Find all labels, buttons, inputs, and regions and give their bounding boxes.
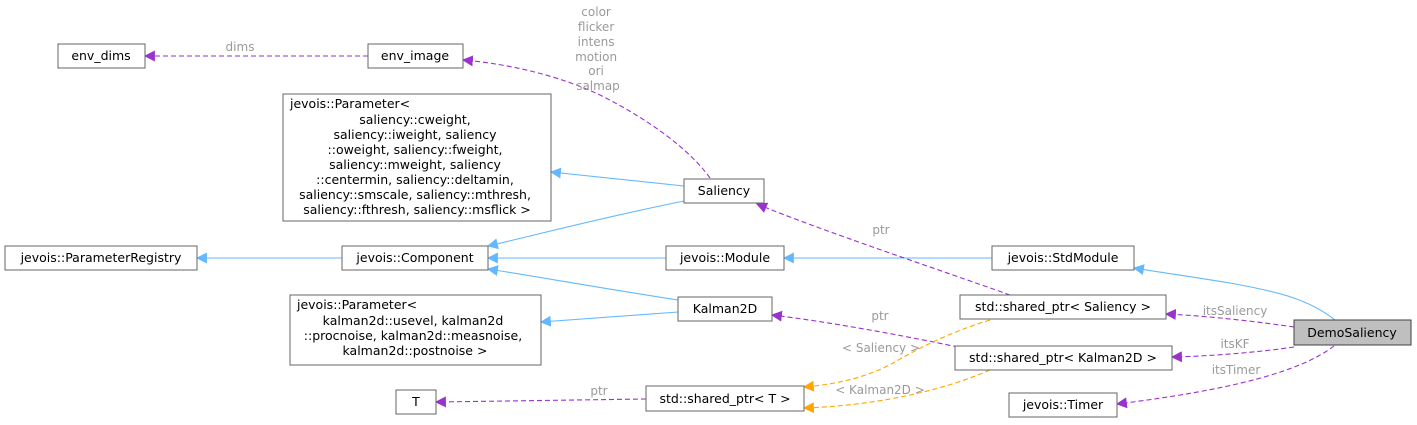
- label-template-saliency: < Saliency >: [842, 341, 920, 355]
- edge-sp-kalman-to-sp-t: [802, 369, 991, 414]
- svg-text:jevois::Timer: jevois::Timer: [1022, 397, 1104, 412]
- node-timer[interactable]: jevois::Timer: [1008, 392, 1118, 418]
- node-demo-saliency[interactable]: DemoSaliency: [1293, 319, 1412, 346]
- svg-text:env_dims: env_dims: [71, 48, 130, 63]
- node-env-image[interactable]: env_image: [367, 43, 464, 69]
- node-t[interactable]: T: [395, 389, 437, 415]
- svg-text:T: T: [411, 394, 420, 409]
- svg-text:jevois::Parameter<: jevois::Parameter<: [289, 96, 410, 111]
- svg-text:saliency::cweight, sali: saliency::cweight, saliency::iweight, sa…: [299, 112, 535, 217]
- node-shared-ptr-kalman2d[interactable]: std::shared_ptr< Kalman2D >: [954, 345, 1173, 371]
- label-ptr-saliency: ptr: [872, 223, 889, 237]
- svg-text:env_image: env_image: [381, 48, 450, 63]
- label-its-timer: itsTimer: [1212, 363, 1261, 377]
- svg-text:jevois::Module: jevois::Module: [679, 250, 770, 265]
- edge-demo-to-sp-kalman: [1170, 346, 1295, 363]
- label-dims: dims: [226, 40, 255, 54]
- svg-text:jevois::Parameter<: jevois::Parameter<: [296, 297, 417, 312]
- label-its-saliency: itsSaliency: [1203, 304, 1268, 318]
- edge-demo-to-timer: [1115, 345, 1335, 409]
- svg-text:Saliency: Saliency: [698, 183, 751, 198]
- node-kalman2d[interactable]: Kalman2D: [677, 296, 773, 322]
- svg-text:jevois::StdModule: jevois::StdModule: [1007, 250, 1119, 265]
- node-kalman-parameter[interactable]: jevois::Parameter< kalman2d::usevel, kal…: [289, 294, 542, 366]
- svg-text:jevois::Component: jevois::Component: [355, 250, 473, 265]
- edge-sp-t-to-t: [434, 396, 647, 408]
- edge-kalman-to-component: [486, 265, 679, 301]
- edge-demo-to-sp-saliency: [1164, 308, 1295, 328]
- node-component[interactable]: jevois::Component: [341, 245, 489, 271]
- edge-demo-to-stdmodule: [1132, 264, 1336, 321]
- svg-text:std::shared_ptr< T >: std::shared_ptr< T >: [659, 391, 790, 406]
- node-saliency-parameter[interactable]: jevois::Parameter< saliency::cweight, sa…: [282, 93, 552, 222]
- edge-kalman-to-kalman-param: [539, 311, 679, 327]
- label-template-kalman: < Kalman2D >: [835, 383, 925, 397]
- svg-text:jevois::ParameterRegistry: jevois::ParameterRegistry: [20, 250, 182, 265]
- svg-text:std::shared_ptr< Saliency >: std::shared_ptr< Saliency >: [975, 299, 1151, 314]
- node-shared-ptr-t[interactable]: std::shared_ptr< T >: [645, 385, 805, 412]
- edge-sp-saliency-to-saliency: [755, 202, 1011, 296]
- label-its-kf: itsKF: [1220, 337, 1249, 351]
- node-parameter-registry[interactable]: jevois::ParameterRegistry: [4, 245, 198, 271]
- edge-saliency-to-env-image: [461, 55, 711, 179]
- edge-saliency-to-component: [486, 200, 685, 250]
- edge-sp-saliency-to-sp-t: [802, 319, 991, 392]
- label-ptr-t: ptr: [590, 384, 607, 398]
- svg-text:std::shared_ptr< Kalman2D >: std::shared_ptr< Kalman2D >: [969, 350, 1157, 365]
- node-env-dims[interactable]: env_dims: [57, 43, 146, 69]
- edge-saliency-to-saliency-param: [549, 167, 685, 187]
- node-std-module[interactable]: jevois::StdModule: [991, 245, 1135, 271]
- node-shared-ptr-saliency[interactable]: std::shared_ptr< Saliency >: [959, 294, 1167, 320]
- node-saliency[interactable]: Saliency: [683, 178, 765, 204]
- svg-text:DemoSaliency: DemoSaliency: [1307, 325, 1397, 340]
- svg-text:kalman2d::usevel, kalman2d: kalman2d::usevel, kalman2d ::procnoise, …: [304, 313, 526, 358]
- node-module[interactable]: jevois::Module: [665, 245, 785, 271]
- label-ptr-kalman: ptr: [871, 309, 888, 323]
- svg-text:Kalman2D: Kalman2D: [693, 301, 757, 316]
- label-saliency-maps: color flicker intens motion ori salmap: [575, 5, 621, 93]
